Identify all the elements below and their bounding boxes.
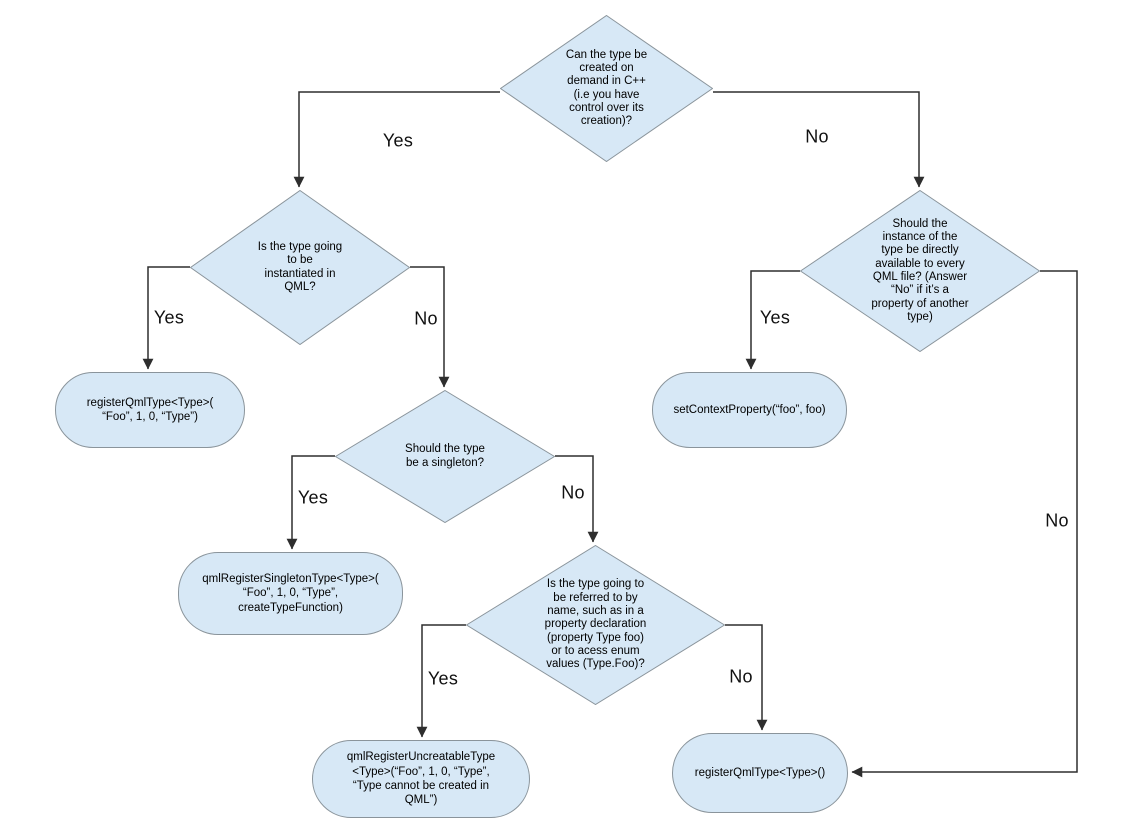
- diamond-shape: [466, 545, 725, 705]
- edge-label-instance-no: No: [1045, 510, 1069, 531]
- decision-instance-available: Should the instance of the type be direc…: [800, 190, 1040, 352]
- decision-instance-available-text: Should the instance of the type be direc…: [871, 217, 969, 323]
- diamond-shape: [190, 190, 410, 345]
- action-register-qml-type-empty: registerQmlType<Type>(): [672, 733, 848, 813]
- edge-label-top-no: No: [805, 126, 829, 147]
- action-register-qml-type-text: registerQmlType<Type>( “Foo”, 1, 0, “Typ…: [86, 396, 214, 423]
- edge-label-top-yes: Yes: [382, 130, 414, 151]
- action-register-uncreatable-type: qmlRegisterUncreatableType <Type>(“Foo”,…: [312, 740, 530, 818]
- edge-label-referred-yes: Yes: [427, 668, 459, 689]
- decision-singleton-text: Should the type be a singleton?: [405, 443, 485, 469]
- diamond-shape: [800, 190, 1040, 352]
- decision-can-create-demand: Can the type be created on demand in C++…: [500, 15, 713, 162]
- diamond-shape: [500, 15, 713, 162]
- decision-instantiated-in-qml: Is the type going to be instantiated in …: [190, 190, 410, 345]
- edge-label-singleton-yes: Yes: [297, 487, 329, 508]
- decision-can-create-demand-text: Can the type be created on demand in C++…: [565, 48, 648, 128]
- action-register-singleton-type-text: qmlRegisterSingletonType<Type>( “Foo”, 1…: [202, 572, 379, 614]
- edge-label-referred-no: No: [729, 666, 753, 687]
- action-register-uncreatable-type-text: qmlRegisterUncreatableType <Type>(“Foo”,…: [346, 751, 496, 807]
- diamond-shape: [335, 390, 555, 523]
- edge-label-instance-yes: Yes: [759, 307, 791, 328]
- edge-label-instantiated-no: No: [414, 308, 438, 329]
- action-register-qml-type-empty-text: registerQmlType<Type>(): [694, 766, 826, 779]
- action-set-context-property: setContextProperty(“foo”, foo): [652, 372, 847, 448]
- edge-label-singleton-no: No: [561, 482, 585, 503]
- action-register-qml-type: registerQmlType<Type>( “Foo”, 1, 0, “Typ…: [55, 372, 245, 448]
- action-set-context-property-text: setContextProperty(“foo”, foo): [673, 403, 826, 416]
- decision-instantiated-in-qml-text: Is the type going to be instantiated in …: [257, 240, 343, 293]
- action-register-singleton-type: qmlRegisterSingletonType<Type>( “Foo”, 1…: [178, 552, 403, 635]
- decision-referred-by-name-text: Is the type going to be referred to by n…: [544, 578, 647, 671]
- decision-singleton: Should the type be a singleton?: [335, 390, 555, 523]
- edge-label-instantiated-yes: Yes: [153, 307, 185, 328]
- decision-referred-by-name: Is the type going to be referred to by n…: [466, 545, 725, 705]
